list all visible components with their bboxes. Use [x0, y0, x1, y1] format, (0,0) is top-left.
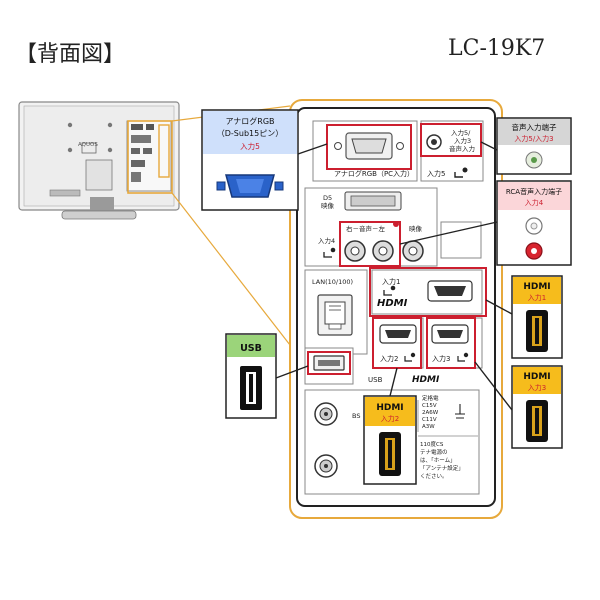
rca-lr-label: 右－音声－左 [346, 224, 386, 233]
analog-rgb-port: アナログRGB（PC入力） [312, 120, 418, 182]
callout-usb-title: USB [240, 343, 262, 354]
audio-input-port: 入力5/ 入力3 音声入力 入力5 [420, 120, 484, 182]
hdmi3-port: 入力3 [426, 317, 483, 369]
model-number: LC-19K7 [448, 36, 546, 61]
input5-label: 入力5 [427, 169, 445, 178]
d5-rca-group: D5 映像 右－音声－左 映像 入力4 [304, 187, 482, 267]
callout-hdmi2: HDMI 入力2 [363, 395, 417, 485]
callout-hdmi2-leader [389, 367, 398, 397]
lan-label: LAN(10/100) [312, 278, 353, 286]
input4-label: 入力4 [318, 236, 335, 245]
audio-label-1: 入力5/ [451, 128, 471, 137]
spec-line-4: A3W [422, 424, 435, 430]
hdmi3-input-label: 入力3 [432, 354, 450, 363]
note-line-2: は、「ホーム」 [420, 457, 456, 464]
analog-port-label: アナログRGB（PC入力） [334, 169, 414, 178]
hdmi1-input-label: 入力1 [382, 277, 400, 286]
callout-audio-leader [480, 141, 498, 151]
audio-input-highlight [420, 123, 482, 157]
callout-rca-audio: RCA音声入力端子 入力4 [496, 180, 572, 266]
callout-analog-rgb: アナログRGB （D-Sub15ピン） 入力5 [201, 109, 299, 211]
callout-hdmi3: HDMI 入力3 [511, 365, 563, 449]
spec-line-3: C11V [422, 417, 437, 423]
callout-hdmi3-leader [474, 361, 513, 411]
hdmi1-logo: HDMI [377, 298, 408, 309]
usb-highlight [307, 351, 351, 375]
callout-audio-in: 音声入力端子 入力5/入力3 [496, 117, 572, 175]
hdmi1-port: 入力1 HDMI [371, 269, 483, 315]
callout-hdmi2-title: HDMI [376, 403, 403, 413]
callout-rca-leader [399, 221, 498, 245]
d5-label-2: 映像 [321, 201, 335, 210]
d5-label-1: D5 [323, 194, 332, 202]
callout-analog-leader [297, 143, 328, 155]
usb-port: USB HDMI [304, 347, 440, 385]
callout-usb: USB [225, 333, 277, 419]
video-label: 映像 [409, 224, 423, 233]
callout-analog-subtitle: （D-Sub15ピン） [217, 129, 283, 138]
spec-line-2: 2A6W [422, 410, 439, 416]
spec-line-1: C15V [422, 403, 437, 409]
callout-hdmi1-leader [485, 299, 513, 315]
callout-rca-input: 入力4 [525, 198, 544, 207]
callout-hdmi2-input: 入力2 [381, 414, 399, 423]
usb-panel-label: USB [368, 376, 383, 384]
hdmi2-port: 入力2 [372, 317, 424, 369]
note-line-4: ください。 [420, 473, 448, 480]
lan-port: LAN(10/100) [304, 269, 368, 355]
callout-hdmi1-title: HDMI [523, 282, 550, 292]
audio-label-2: 入力3 [454, 136, 471, 145]
page-title: 【背面図】 [15, 42, 126, 67]
note-line-1: テナ電源の [420, 448, 448, 456]
hdmi1-highlight [369, 267, 487, 317]
note-line-3: 「アンテナ設定」 [420, 464, 464, 472]
audio-label-3: 音声入力 [449, 144, 475, 153]
callout-analog-input: 入力5 [240, 141, 260, 151]
callout-usb-leader [275, 365, 309, 379]
callout-hdmi3-title: HDMI [523, 372, 550, 382]
note-line-0: 110度CS [420, 440, 444, 448]
callout-hdmi1: HDMI 入力1 [511, 275, 563, 359]
spec-line-0: 定格電 [422, 394, 439, 402]
callout-rca-title: RCA音声入力端子 [506, 187, 562, 196]
tv-brand-label: AQUOS [78, 142, 98, 148]
bs-label: BS [352, 412, 360, 420]
callout-audio-input: 入力5/入力3 [514, 134, 553, 143]
callout-analog-title: アナログRGB [225, 116, 274, 126]
callout-hdmi1-input: 入力1 [528, 293, 546, 302]
hdmi2-input-label: 入力2 [380, 354, 398, 363]
hdmi3-highlight [426, 317, 476, 369]
analog-rgb-highlight [326, 124, 412, 170]
callout-audio-title: 音声入力端子 [512, 122, 557, 132]
hdmi-panel-logo: HDMI [412, 375, 440, 385]
tv-rear-overview: AQUOS [18, 101, 180, 220]
callout-hdmi3-input: 入力3 [528, 383, 546, 392]
